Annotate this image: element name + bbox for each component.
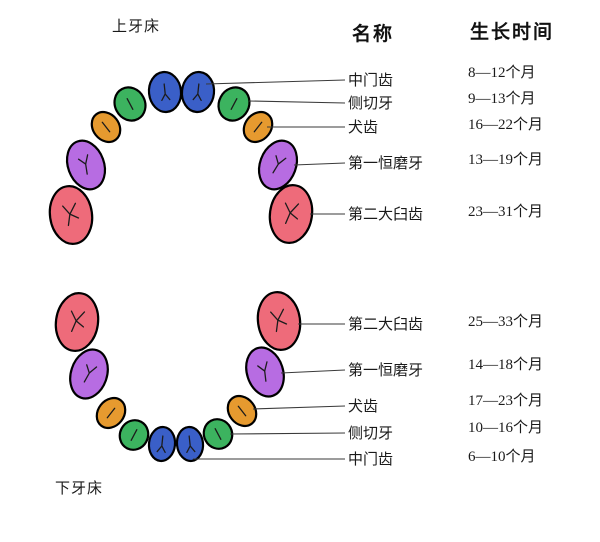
leader-lower-first-molar	[280, 369, 346, 374]
leader-lower-canine	[252, 405, 346, 410]
upper-tooth-time: 23—31个月	[468, 204, 544, 220]
lower-jaw-label: 下牙床	[55, 481, 104, 497]
column-header-time: 生长时间	[470, 22, 555, 43]
tooth-crack	[70, 310, 86, 332]
lower-tooth-time: 14—18个月	[468, 357, 544, 373]
tooth-crack	[214, 428, 222, 440]
leader-lower-lateral-incisor	[229, 432, 346, 435]
upper-tooth-name: 侧切牙	[348, 96, 394, 112]
lower-tooth-time: 25—33个月	[468, 314, 544, 330]
tooth-crack	[62, 202, 80, 227]
tooth-crack	[101, 121, 111, 133]
tooth-crack	[192, 83, 202, 102]
lower-tooth-name: 第二大臼齿	[348, 317, 424, 333]
upper-jaw-label: 上牙床	[112, 19, 161, 35]
upper-arch	[48, 70, 314, 245]
lower-tooth-name: 中门齿	[348, 452, 394, 468]
leader-upper-first-molar	[293, 162, 346, 166]
upper-tooth-time: 16—22个月	[468, 117, 544, 133]
lower-tooth-time: 6—10个月	[468, 449, 536, 465]
tooth-crack	[126, 98, 134, 110]
lower-tooth-name: 犬齿	[348, 399, 379, 415]
column-header-name: 名称	[352, 24, 395, 45]
tooth-crack	[270, 308, 288, 333]
lower-tooth-name: 侧切牙	[348, 426, 394, 442]
tooth-crack	[230, 98, 238, 110]
lower-tooth-time: 10—16个月	[468, 420, 544, 436]
tooth-crack	[257, 361, 268, 382]
tooth-crack	[237, 405, 247, 417]
tooth-crack	[77, 154, 89, 175]
leader-lines	[193, 79, 346, 460]
upper-tooth-name: 第一恒磨牙	[348, 156, 424, 172]
tooth-crack	[83, 364, 98, 383]
tooth-crack	[161, 83, 171, 102]
tooth-crack	[186, 435, 196, 454]
lower-arch	[54, 291, 302, 463]
tooth-crack	[272, 155, 287, 174]
leader-upper-lateral-incisor	[248, 100, 346, 104]
upper-tooth-time: 9—13个月	[468, 91, 536, 107]
lower-tooth-name: 第一恒磨牙	[348, 363, 424, 379]
tooth-crack	[253, 121, 263, 133]
tooth-crack	[156, 435, 166, 454]
tooth-crack	[106, 407, 116, 419]
upper-tooth-name: 犬齿	[348, 120, 379, 136]
tooth-crack	[130, 429, 138, 441]
upper-tooth-time: 8—12个月	[468, 65, 536, 81]
tooth-crack	[284, 202, 300, 224]
upper-tooth-time: 13—19个月	[468, 152, 544, 168]
leader-upper-central-incisor	[205, 79, 346, 85]
upper-tooth-name: 第二大臼齿	[348, 207, 424, 223]
upper-tooth-name: 中门齿	[348, 73, 394, 89]
lower-tooth-time: 17—23个月	[468, 393, 544, 409]
